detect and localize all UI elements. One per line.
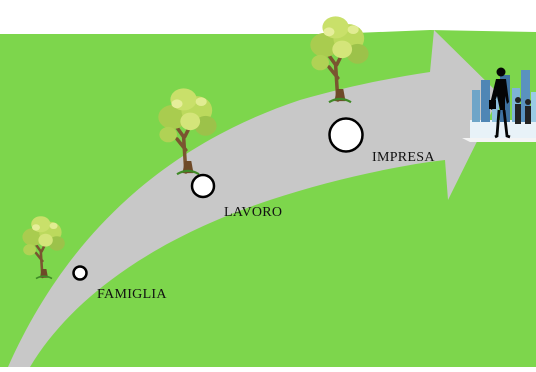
businesswoman-silhouette-icon <box>489 67 511 139</box>
stage-label-lavoro: LAVORO <box>224 205 283 220</box>
stage-node-lavoro <box>190 173 216 199</box>
growth-arrow <box>8 30 500 367</box>
stage-node-famiglia <box>72 265 88 281</box>
stage-label-impresa: IMPRESA <box>372 150 435 165</box>
stage-label-famiglia: FAMIGLIA <box>97 287 167 302</box>
people-silhouette-icon <box>515 97 531 124</box>
stage-node-impresa <box>328 117 364 153</box>
